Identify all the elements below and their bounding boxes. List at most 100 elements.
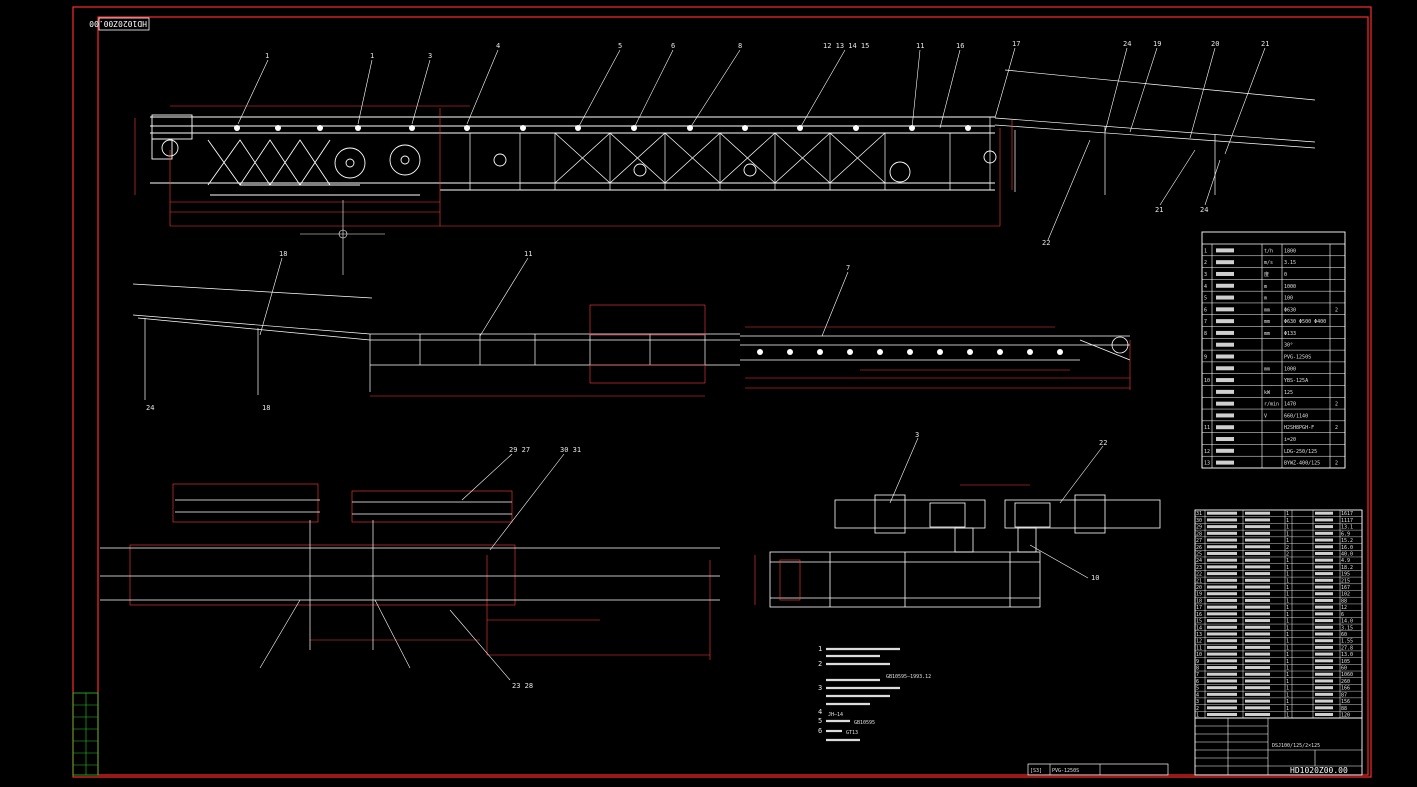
parts-cell-no: 2: [1196, 706, 1199, 712]
parts-cell-code-glyph: [1207, 525, 1237, 529]
bottom-left-index: [S3]: [1030, 768, 1042, 774]
parts-cell-material-glyph: [1315, 518, 1333, 522]
specs-cell-unit: t/h: [1264, 248, 1273, 254]
note-number-1: 1: [818, 645, 822, 653]
parts-cell-no: 26: [1196, 545, 1202, 551]
parts-cell-no: 23: [1196, 565, 1202, 571]
parts-cell-mass: 156: [1341, 699, 1350, 705]
parts-cell-material-glyph: [1315, 572, 1333, 576]
specs-cell-value: H2SH8PGH-F: [1284, 425, 1314, 431]
parts-cell-mass: 105: [1341, 659, 1350, 665]
parts-cell-qty: 1: [1286, 652, 1289, 658]
parts-cell-no: 21: [1196, 578, 1202, 584]
parts-cell-qty: 1: [1286, 639, 1289, 645]
drawing-code-bottom: HD1020Z00.00: [1290, 766, 1348, 775]
parts-cell-qty: 1: [1286, 511, 1289, 517]
specs-cell-value: 1800: [1284, 248, 1296, 254]
callout-4: 4: [496, 42, 500, 50]
parts-cell-mass: 88: [1341, 706, 1347, 712]
parts-cell-material-glyph: [1315, 699, 1333, 703]
upper-leaders: [237, 47, 1266, 241]
specs-cell-value: 1000: [1284, 284, 1296, 290]
upper-callouts-bottom: 22 21 24: [1042, 206, 1208, 247]
parts-cell-name-glyph: [1245, 699, 1270, 703]
specs-cell-value: Φ133: [1284, 331, 1296, 337]
parts-cell-name-glyph: [1245, 659, 1270, 663]
specs-cell-name-glyph: [1216, 389, 1234, 394]
callout-22-drive: 22: [1099, 439, 1107, 447]
parts-cell-code-glyph: [1207, 645, 1237, 649]
parts-cell-mass: 6.9: [1341, 531, 1350, 537]
parts-cell-mass: 87: [1341, 692, 1347, 698]
parts-cell-no: 7: [1196, 672, 1199, 678]
inclined-tail: [994, 69, 1316, 195]
middle-idlers: [757, 349, 1063, 355]
parts-cell-no: 20: [1196, 585, 1202, 591]
parts-cell-material-glyph: [1315, 625, 1333, 629]
parts-cell-name-glyph: [1245, 531, 1270, 535]
parts-cell-code-glyph: [1207, 538, 1237, 542]
specs-cell-qty: 2: [1335, 402, 1338, 408]
specs-cell-name-glyph: [1216, 378, 1234, 383]
parts-cell-mass: 167: [1341, 585, 1350, 591]
specs-cell-no: 3: [1204, 272, 1207, 278]
parts-cell-mass: 6: [1341, 612, 1344, 618]
binding-margin-block: [72, 692, 99, 776]
parts-cell-mass: 12: [1341, 605, 1347, 611]
parts-cell-qty: 1: [1286, 706, 1289, 712]
parts-cell-mass: 27.8: [1341, 645, 1353, 651]
middle-leaders: [259, 257, 849, 337]
parts-cell-no: 11: [1196, 645, 1202, 651]
parts-cell-no: 4: [1196, 692, 1199, 698]
specs-cell-no: 7: [1204, 319, 1207, 325]
specs-cell-value: 125: [1284, 390, 1293, 396]
specs-cell-name-glyph: [1216, 401, 1234, 406]
parts-cell-mass: 215: [1341, 578, 1350, 584]
parts-cell-name-glyph: [1245, 612, 1270, 616]
parts-cell-material-glyph: [1315, 659, 1333, 663]
parts-cell-no: 10: [1196, 652, 1202, 658]
parts-cell-name-glyph: [1245, 538, 1270, 542]
parts-cell-mass: 1060: [1341, 672, 1353, 678]
lower-right-drive-view: 3 22 10: [754, 431, 1161, 608]
parts-cell-qty: 1: [1286, 659, 1289, 665]
drawing-frame: [72, 6, 1372, 778]
parts-cell-no: 22: [1196, 572, 1202, 578]
note-number-5: 5: [818, 717, 822, 725]
parts-cell-code-glyph: [1207, 659, 1237, 663]
upper-dimensions: [134, 105, 1013, 227]
drive-drums: [161, 139, 997, 183]
parts-cell-mass: 4.9: [1341, 558, 1350, 564]
parts-cell-name-glyph: [1245, 545, 1270, 549]
parts-cell-qty: 1: [1286, 612, 1289, 618]
parts-cell-qty: 1: [1286, 713, 1289, 719]
specs-cell-name-glyph: [1216, 283, 1234, 288]
drawing-code-top-box: [98, 17, 150, 31]
title-model: DSJ100/125/2×125: [1272, 743, 1320, 749]
specs-cell-value: Φ630 Φ500 Φ400: [1284, 319, 1326, 325]
parts-cell-no: 18: [1196, 598, 1202, 604]
callout-17: 17: [1012, 40, 1020, 48]
specs-cell-unit: m: [1264, 296, 1267, 302]
parts-cell-name-glyph: [1245, 619, 1270, 623]
parts-cell-qty: 1: [1286, 605, 1289, 611]
parts-cell-material-glyph: [1315, 592, 1333, 596]
parts-cell-code-glyph: [1207, 706, 1237, 710]
parts-cell-code-glyph: [1207, 598, 1237, 602]
callout-24-lower: 24: [1200, 206, 1208, 214]
specs-cell-name-glyph: [1216, 425, 1234, 430]
specs-cell-value: i=20: [1284, 437, 1296, 443]
callout-29-27: 29 27: [509, 446, 530, 454]
specs-cell-name-glyph: [1216, 448, 1234, 453]
parts-cell-code-glyph: [1207, 639, 1237, 643]
specs-cell-no: 13: [1204, 461, 1210, 467]
parts-cell-code-glyph: [1207, 625, 1237, 629]
upper-truss: [469, 117, 991, 190]
parts-cell-no: 27: [1196, 538, 1202, 544]
parts-cell-name-glyph: [1245, 572, 1270, 576]
parts-cell-code-glyph: [1207, 558, 1237, 562]
parts-cell-qty: 2: [1286, 545, 1289, 551]
parts-cell-qty: 1: [1286, 645, 1289, 651]
